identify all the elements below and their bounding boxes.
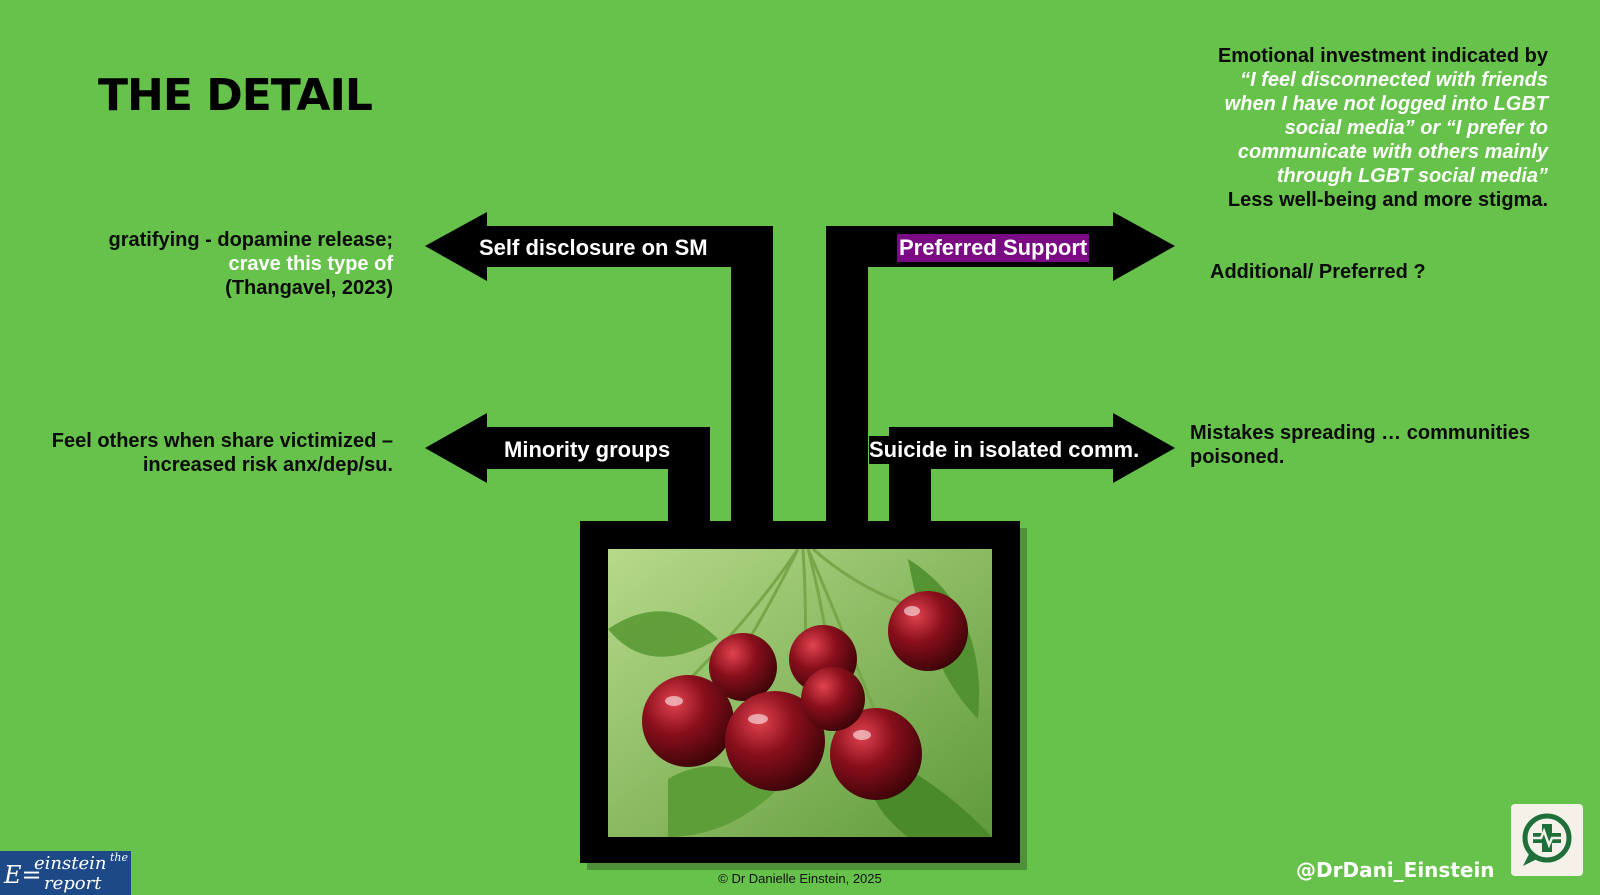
slide-title: THE DETAIL <box>98 70 373 121</box>
einstein-report-logo: E= einstein the report <box>0 851 131 895</box>
gratifying-note: gratifying - dopamine release; crave thi… <box>93 228 393 300</box>
logo-word-einstein: einstein <box>34 853 107 874</box>
emotional-investment-heading: Emotional investment indicated by <box>1217 45 1548 67</box>
victimized-note: Feel others when share victimized – incr… <box>51 430 393 476</box>
social-handle: @DrDani_Einstein <box>1296 858 1495 882</box>
logo-word-report: report <box>44 873 102 894</box>
emotional-investment-note: Emotional investment indicated by “I fee… <box>1188 44 1548 212</box>
emotional-investment-quote: “I feel disconnected with friends when I… <box>1224 69 1548 187</box>
minority-groups-arrow <box>425 413 710 521</box>
minority-groups-label: Minority groups <box>504 437 671 462</box>
cherries-photo <box>608 549 992 837</box>
preferred-support-label: Preferred Support <box>897 234 1090 262</box>
additional-preferred-note: Additional/ Preferred ? <box>1210 261 1426 283</box>
logo-word-the: the <box>110 851 129 864</box>
self-disclosure-arrow <box>425 212 773 521</box>
citation: (Thangavel, 2023) <box>225 277 393 299</box>
copyright-notice: © Dr Danielle Einstein, 2025 <box>718 871 882 886</box>
emotional-investment-conclusion: Less well-being and more stigma. <box>1227 189 1548 211</box>
cherries-illustration <box>608 549 992 837</box>
self-disclosure-label: Self disclosure on SM <box>479 235 708 260</box>
suicide-arrow <box>889 413 1175 521</box>
crave-highlight: crave this type of <box>228 253 393 275</box>
mistakes-note: Mistakes spreading … communities poisone… <box>1190 422 1531 468</box>
cross-speech-bubble-icon <box>1511 804 1583 876</box>
suicide-label: Suicide in isolated comm. <box>869 436 1140 464</box>
gratifying-text: gratifying - dopamine release; <box>108 229 393 251</box>
cross-speech-bubble-svg <box>1522 813 1572 866</box>
preferred-support-arrow <box>826 212 1175 521</box>
logo-e: E= <box>4 861 42 889</box>
